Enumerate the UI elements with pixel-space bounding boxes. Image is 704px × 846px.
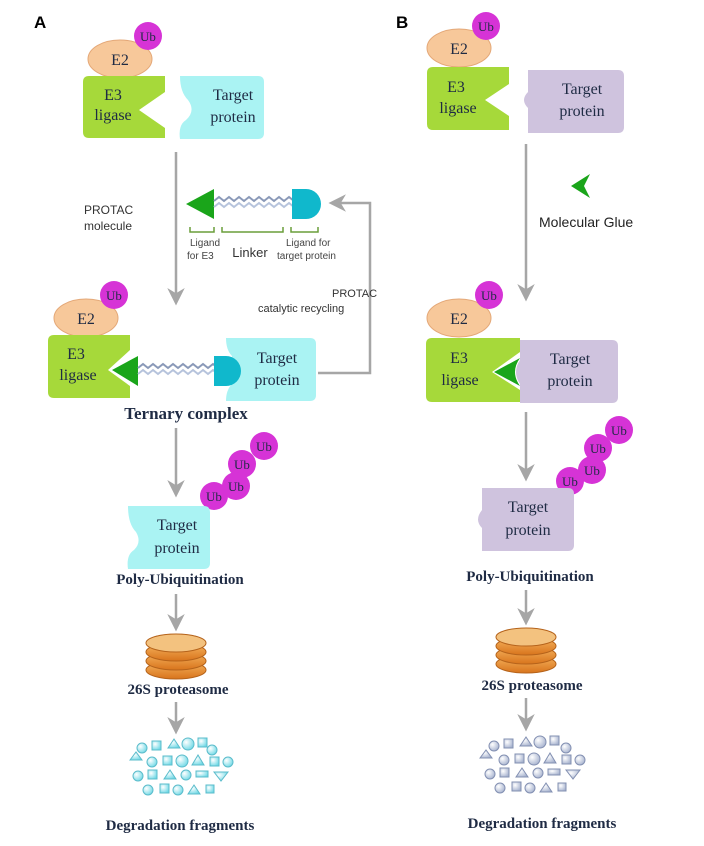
svg-text:ligase: ligase [59, 367, 96, 384]
target-protein-b3: Target protein [478, 488, 574, 551]
svg-text:ligase: ligase [441, 372, 478, 389]
svg-text:Ub: Ub [481, 288, 497, 303]
e3-ligase-a1: E3 ligase [83, 76, 165, 138]
recycling-label: PROTAC [332, 288, 377, 300]
molecular-glue-label: Molecular Glue [539, 214, 633, 230]
ub-badge-a1: Ub [134, 22, 162, 50]
svg-text:protein: protein [559, 103, 604, 120]
proteasome-a [145, 633, 207, 680]
ligand-target-label-2: target protein [277, 251, 336, 262]
e3-ligase-b1: E3 ligase [427, 67, 509, 130]
svg-text:protein: protein [210, 109, 255, 126]
ub-badge-b2: Ub [475, 281, 503, 309]
ub-badge-b1: Ub [472, 12, 500, 40]
svg-text:E2: E2 [111, 52, 129, 69]
svg-text:Ub: Ub [611, 423, 627, 438]
linker-chain [213, 195, 305, 203]
svg-text:Ub: Ub [206, 489, 222, 504]
svg-text:Ub: Ub [140, 29, 156, 44]
svg-text:protein: protein [547, 373, 592, 390]
ub-chain-b: Ub Ub Ub Ub [556, 416, 633, 495]
target-protein-a3: Target protein [127, 506, 210, 569]
panel-a-label: A [34, 13, 46, 32]
molecular-glue-shape [571, 174, 590, 198]
e2-badge-a1: E2 [87, 39, 153, 79]
svg-text:Target: Target [508, 499, 549, 516]
poly-ub-label-b: Poly-Ubiquitination [466, 569, 594, 585]
svg-text:E3: E3 [450, 350, 468, 367]
degradation-fragments-a [129, 737, 234, 796]
svg-text:protein: protein [254, 372, 299, 389]
fragments-label-a: Degradation fragments [106, 818, 255, 834]
svg-text:protein: protein [154, 540, 199, 557]
recycling-label-2: catalytic recycling [258, 303, 344, 315]
fragments-label-b: Degradation fragments [468, 816, 617, 832]
poly-ub-label-a: Poly-Ubiquitination [116, 572, 244, 588]
ternary-complex-label: Ternary complex [124, 404, 248, 423]
target-protein-a1: Target protein [179, 76, 264, 139]
svg-text:Ub: Ub [478, 19, 494, 34]
svg-text:Target: Target [562, 81, 603, 98]
proteasome-label-b: 26S proteasome [482, 678, 583, 694]
target-protein-a2: Target protein [214, 338, 316, 401]
ligand-e3-shape [186, 189, 214, 219]
svg-text:E2: E2 [77, 311, 95, 328]
protac-label: PROTAC [84, 203, 133, 217]
svg-text:Target: Target [550, 351, 591, 368]
svg-text:Ub: Ub [228, 479, 244, 494]
svg-text:E2: E2 [450, 311, 468, 328]
svg-text:ligase: ligase [439, 100, 476, 117]
svg-text:Ub: Ub [590, 441, 606, 456]
proteasome-b [495, 627, 557, 674]
ligand-e3-label-2: for E3 [187, 251, 214, 262]
svg-text:Ub: Ub [234, 457, 250, 472]
target-protein-b2: Target protein [494, 340, 618, 403]
ub-badge-a2: Ub [100, 281, 128, 309]
ligand-target-shape [292, 189, 321, 219]
e2-badge-b2: E2 [426, 298, 492, 338]
svg-text:E3: E3 [447, 79, 465, 96]
svg-text:protein: protein [505, 522, 550, 539]
svg-text:ligase: ligase [94, 107, 131, 124]
svg-text:E3: E3 [104, 87, 122, 104]
proteasome-label-a: 26S proteasome [128, 682, 229, 698]
svg-text:Target: Target [213, 87, 254, 104]
svg-text:E2: E2 [450, 41, 468, 58]
e3-ligase-b2: E3 ligase [426, 338, 520, 402]
e3-ligase-a2: E3 ligase [48, 335, 138, 398]
linker-chain-2 [137, 362, 219, 370]
svg-text:Ub: Ub [106, 288, 122, 303]
svg-text:Ub: Ub [584, 463, 600, 478]
linker-label: Linker [232, 245, 268, 260]
svg-text:Target: Target [257, 350, 298, 367]
recycling-arrow [318, 194, 372, 375]
svg-text:Target: Target [157, 517, 198, 534]
svg-text:Ub: Ub [562, 474, 578, 489]
ub-chain-a: Ub Ub Ub Ub [200, 432, 278, 510]
e2-badge-b1: E2 [426, 28, 492, 68]
svg-text:Ub: Ub [256, 439, 272, 454]
ligand-e3-label: Ligand [190, 238, 220, 249]
protac-molecule [186, 189, 321, 219]
protac-label-2: molecule [84, 219, 132, 233]
degradation-fragments-b [479, 735, 586, 794]
target-protein-b1: Target protein [524, 70, 624, 133]
panel-b-label: B [396, 13, 408, 32]
svg-text:E3: E3 [67, 346, 85, 363]
ligand-target-label: Ligand for [286, 238, 331, 249]
